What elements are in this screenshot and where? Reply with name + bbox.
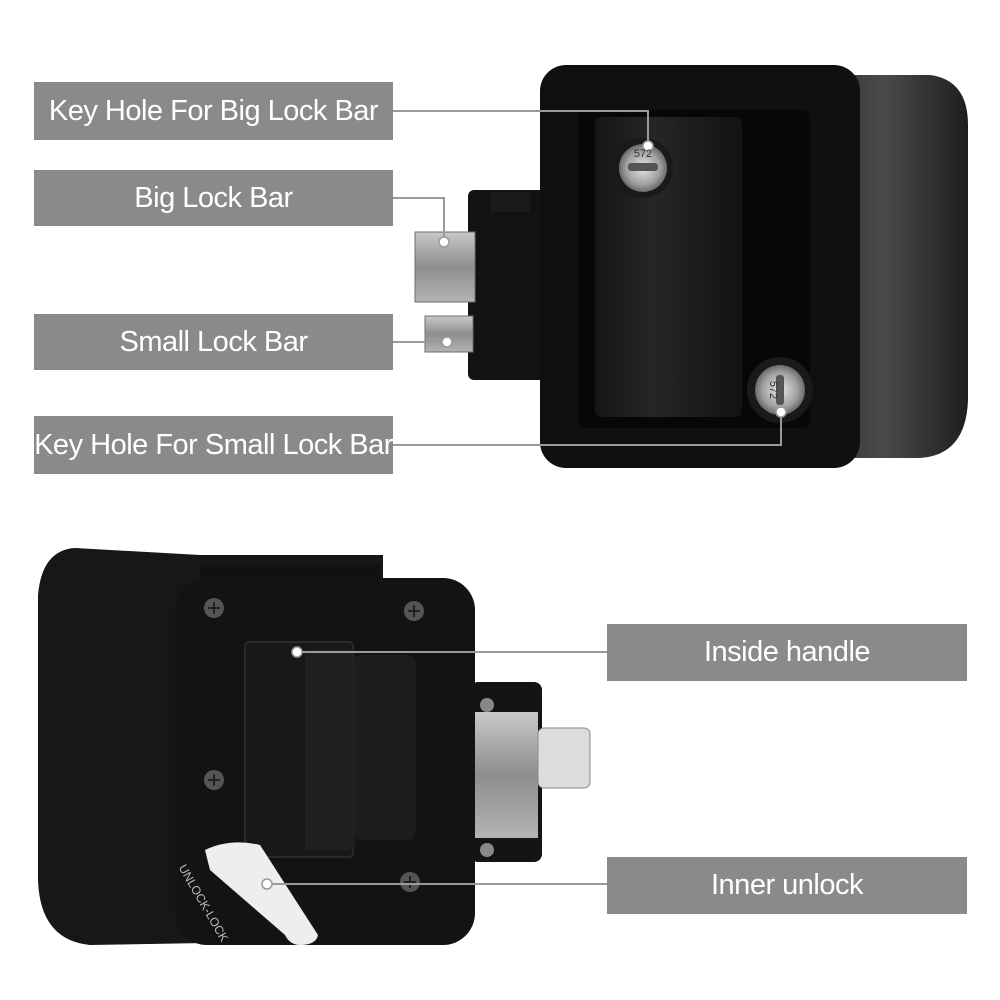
key-code-top: 572: [634, 148, 652, 160]
label-inner-unlock: Inner unlock: [607, 857, 967, 914]
key-cylinder-top: [613, 138, 673, 198]
label-key-hole-small-lock-bar: Key Hole For Small Lock Bar: [34, 416, 393, 474]
label-key-hole-big-lock-bar: Key Hole For Big Lock Bar: [34, 82, 393, 140]
key-cylinder-bottom: [747, 357, 813, 423]
label-small-lock-bar: Small Lock Bar: [34, 314, 393, 370]
outside-lock: [414, 65, 968, 468]
leader-lines: [268, 110, 782, 885]
screws: [204, 598, 424, 892]
label-inside-handle: Inside handle: [607, 624, 967, 681]
key-code-bottom: 572: [767, 381, 779, 399]
latch-bolt: [466, 712, 591, 838]
leader-dots: [261, 140, 787, 890]
label-big-lock-bar: Big Lock Bar: [34, 170, 393, 226]
inside-lock: [38, 548, 591, 945]
inside-handle: [244, 641, 416, 858]
inner-unlock-lever: [205, 842, 318, 945]
